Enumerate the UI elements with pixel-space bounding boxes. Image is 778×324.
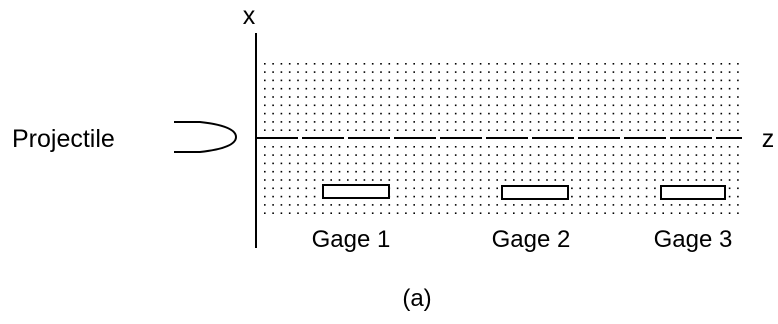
gage-3-rect	[660, 185, 726, 200]
figure-caption: (a)	[402, 285, 431, 312]
gage-1-rect	[322, 184, 390, 199]
x-axis-label: x	[243, 2, 256, 30]
gage-3-label: Gage 3	[654, 226, 733, 253]
z-axis-label: z	[762, 125, 775, 153]
projectile-label: Projectile	[12, 125, 115, 153]
gage-2-label: Gage 2	[492, 226, 571, 253]
gage-2-rect	[501, 185, 569, 200]
target-dot-field	[264, 63, 739, 214]
projectile-shape	[174, 121, 238, 153]
gage-1-label: Gage 1	[312, 226, 391, 253]
